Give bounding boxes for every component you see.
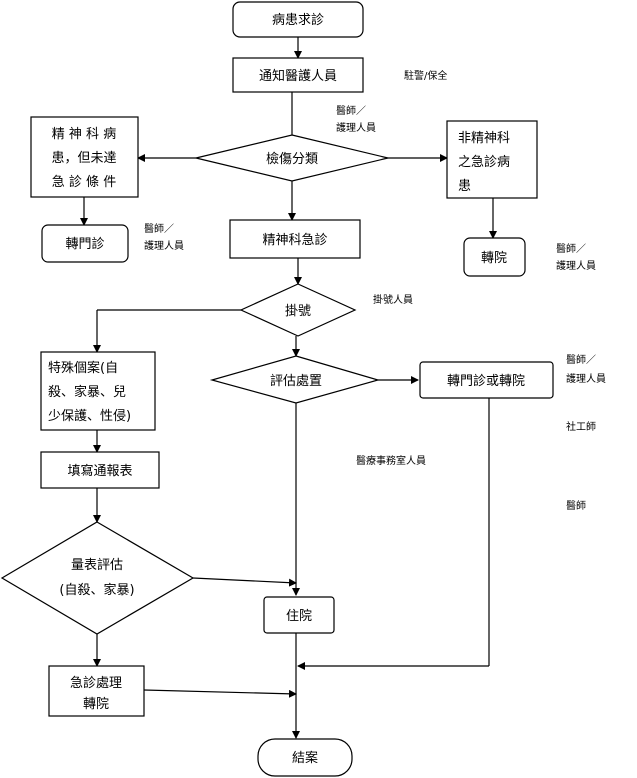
- node-scale-eval-line-2: (自殺、家暴): [59, 582, 134, 598]
- node-transfer-hospital-label: 轉院: [481, 251, 507, 266]
- note-doctor-nurse-right-2: 護理人員: [556, 259, 596, 272]
- node-special-case-line-1: 特殊個案(自: [48, 361, 118, 376]
- node-notify: 通知醫護人員: [232, 57, 364, 93]
- node-register-label: 掛號: [285, 304, 311, 319]
- note-doctor-nurse-triage-1: 醫師／: [336, 104, 366, 117]
- node-admit-label: 住院: [286, 609, 312, 624]
- node-outpatient: 轉門診: [41, 224, 129, 263]
- node-er-transfer: 急診處理 轉院: [48, 665, 145, 717]
- node-psych-not-urgent-line-1: 精 神 科 病: [52, 127, 116, 142]
- node-admit: 住院: [263, 596, 335, 634]
- node-psych-not-urgent-line-2: 患，但未達: [51, 151, 116, 166]
- node-non-psych-line-1: 非精神科: [458, 131, 510, 146]
- node-register: 掛號: [239, 283, 357, 337]
- connectors: [80, 37, 497, 739]
- note-doctor-nurse-triage-2: 護理人員: [336, 121, 376, 134]
- node-notify-label: 通知醫護人員: [259, 68, 337, 84]
- node-non-psych-line-3: 患: [458, 179, 471, 194]
- node-outpatient-or-transfer-label: 轉門診或轉院: [447, 373, 525, 389]
- node-er-transfer-line-2: 轉院: [83, 697, 109, 712]
- note-doctor-nurse-eval-1: 醫師／: [566, 353, 596, 366]
- node-start-label: 病患求診: [272, 12, 324, 28]
- node-fill-report: 填寫通報表: [40, 451, 160, 489]
- note-doctor-nurse-left-2: 護理人員: [144, 239, 184, 252]
- node-special-case-line-2: 殺、家暴、兒: [48, 384, 126, 400]
- note-security: 駐警/保全: [404, 69, 447, 82]
- node-non-psych: 非精神科 之急診病 患: [446, 120, 538, 199]
- node-scale-eval: 量表評估 (自殺、家暴): [0, 521, 195, 635]
- note-doctor-nurse-left-1: 醫師／: [144, 222, 174, 235]
- node-outpatient-label: 轉門診: [65, 236, 104, 252]
- notes: 駐警/保全 醫師／ 護理人員 醫師／ 護理人員 醫師／ 護理人員 掛號人員 醫師…: [144, 69, 606, 512]
- node-psych-er-label: 精神科急診: [262, 232, 327, 248]
- node-evaluate: 評估處置: [209, 355, 381, 404]
- note-doctor-nurse-right-1: 醫師／: [556, 242, 586, 255]
- note-doctor-nurse-eval-2: 護理人員: [566, 372, 606, 385]
- node-non-psych-line-2: 之急診病: [458, 154, 510, 170]
- node-special-case-line-3: 少保護、性侵): [48, 408, 131, 424]
- node-evaluate-label: 評估處置: [270, 374, 322, 389]
- node-fill-report-label: 填寫通報表: [67, 463, 132, 479]
- node-close-label: 結案: [292, 751, 318, 766]
- node-scale-eval-line-1: 量表評估: [71, 558, 123, 573]
- node-special-case: 特殊個案(自 殺、家暴、兒 少保護、性侵): [40, 351, 156, 431]
- node-transfer-hospital: 轉院: [463, 237, 526, 277]
- note-doctor: 醫師: [566, 499, 586, 512]
- node-start: 病患求診: [232, 1, 364, 38]
- note-social-worker: 社工師: [566, 420, 596, 433]
- node-outpatient-or-transfer: 轉門診或轉院: [419, 361, 554, 399]
- node-psych-not-urgent-line-3: 急 診 條 件: [52, 174, 116, 190]
- note-register-staff: 掛號人員: [373, 293, 413, 306]
- node-triage-label: 檢傷分類: [266, 151, 318, 167]
- node-triage: 檢傷分類: [195, 134, 389, 182]
- node-er-transfer-line-1: 急診處理: [70, 675, 122, 691]
- node-close: 結案: [257, 738, 353, 777]
- note-admin-staff: 醫療事務室人員: [356, 454, 426, 467]
- node-psych-er: 精神科急診: [229, 219, 361, 259]
- node-psych-not-urgent: 精 神 科 病 患，但未達 急 診 條 件: [30, 116, 139, 198]
